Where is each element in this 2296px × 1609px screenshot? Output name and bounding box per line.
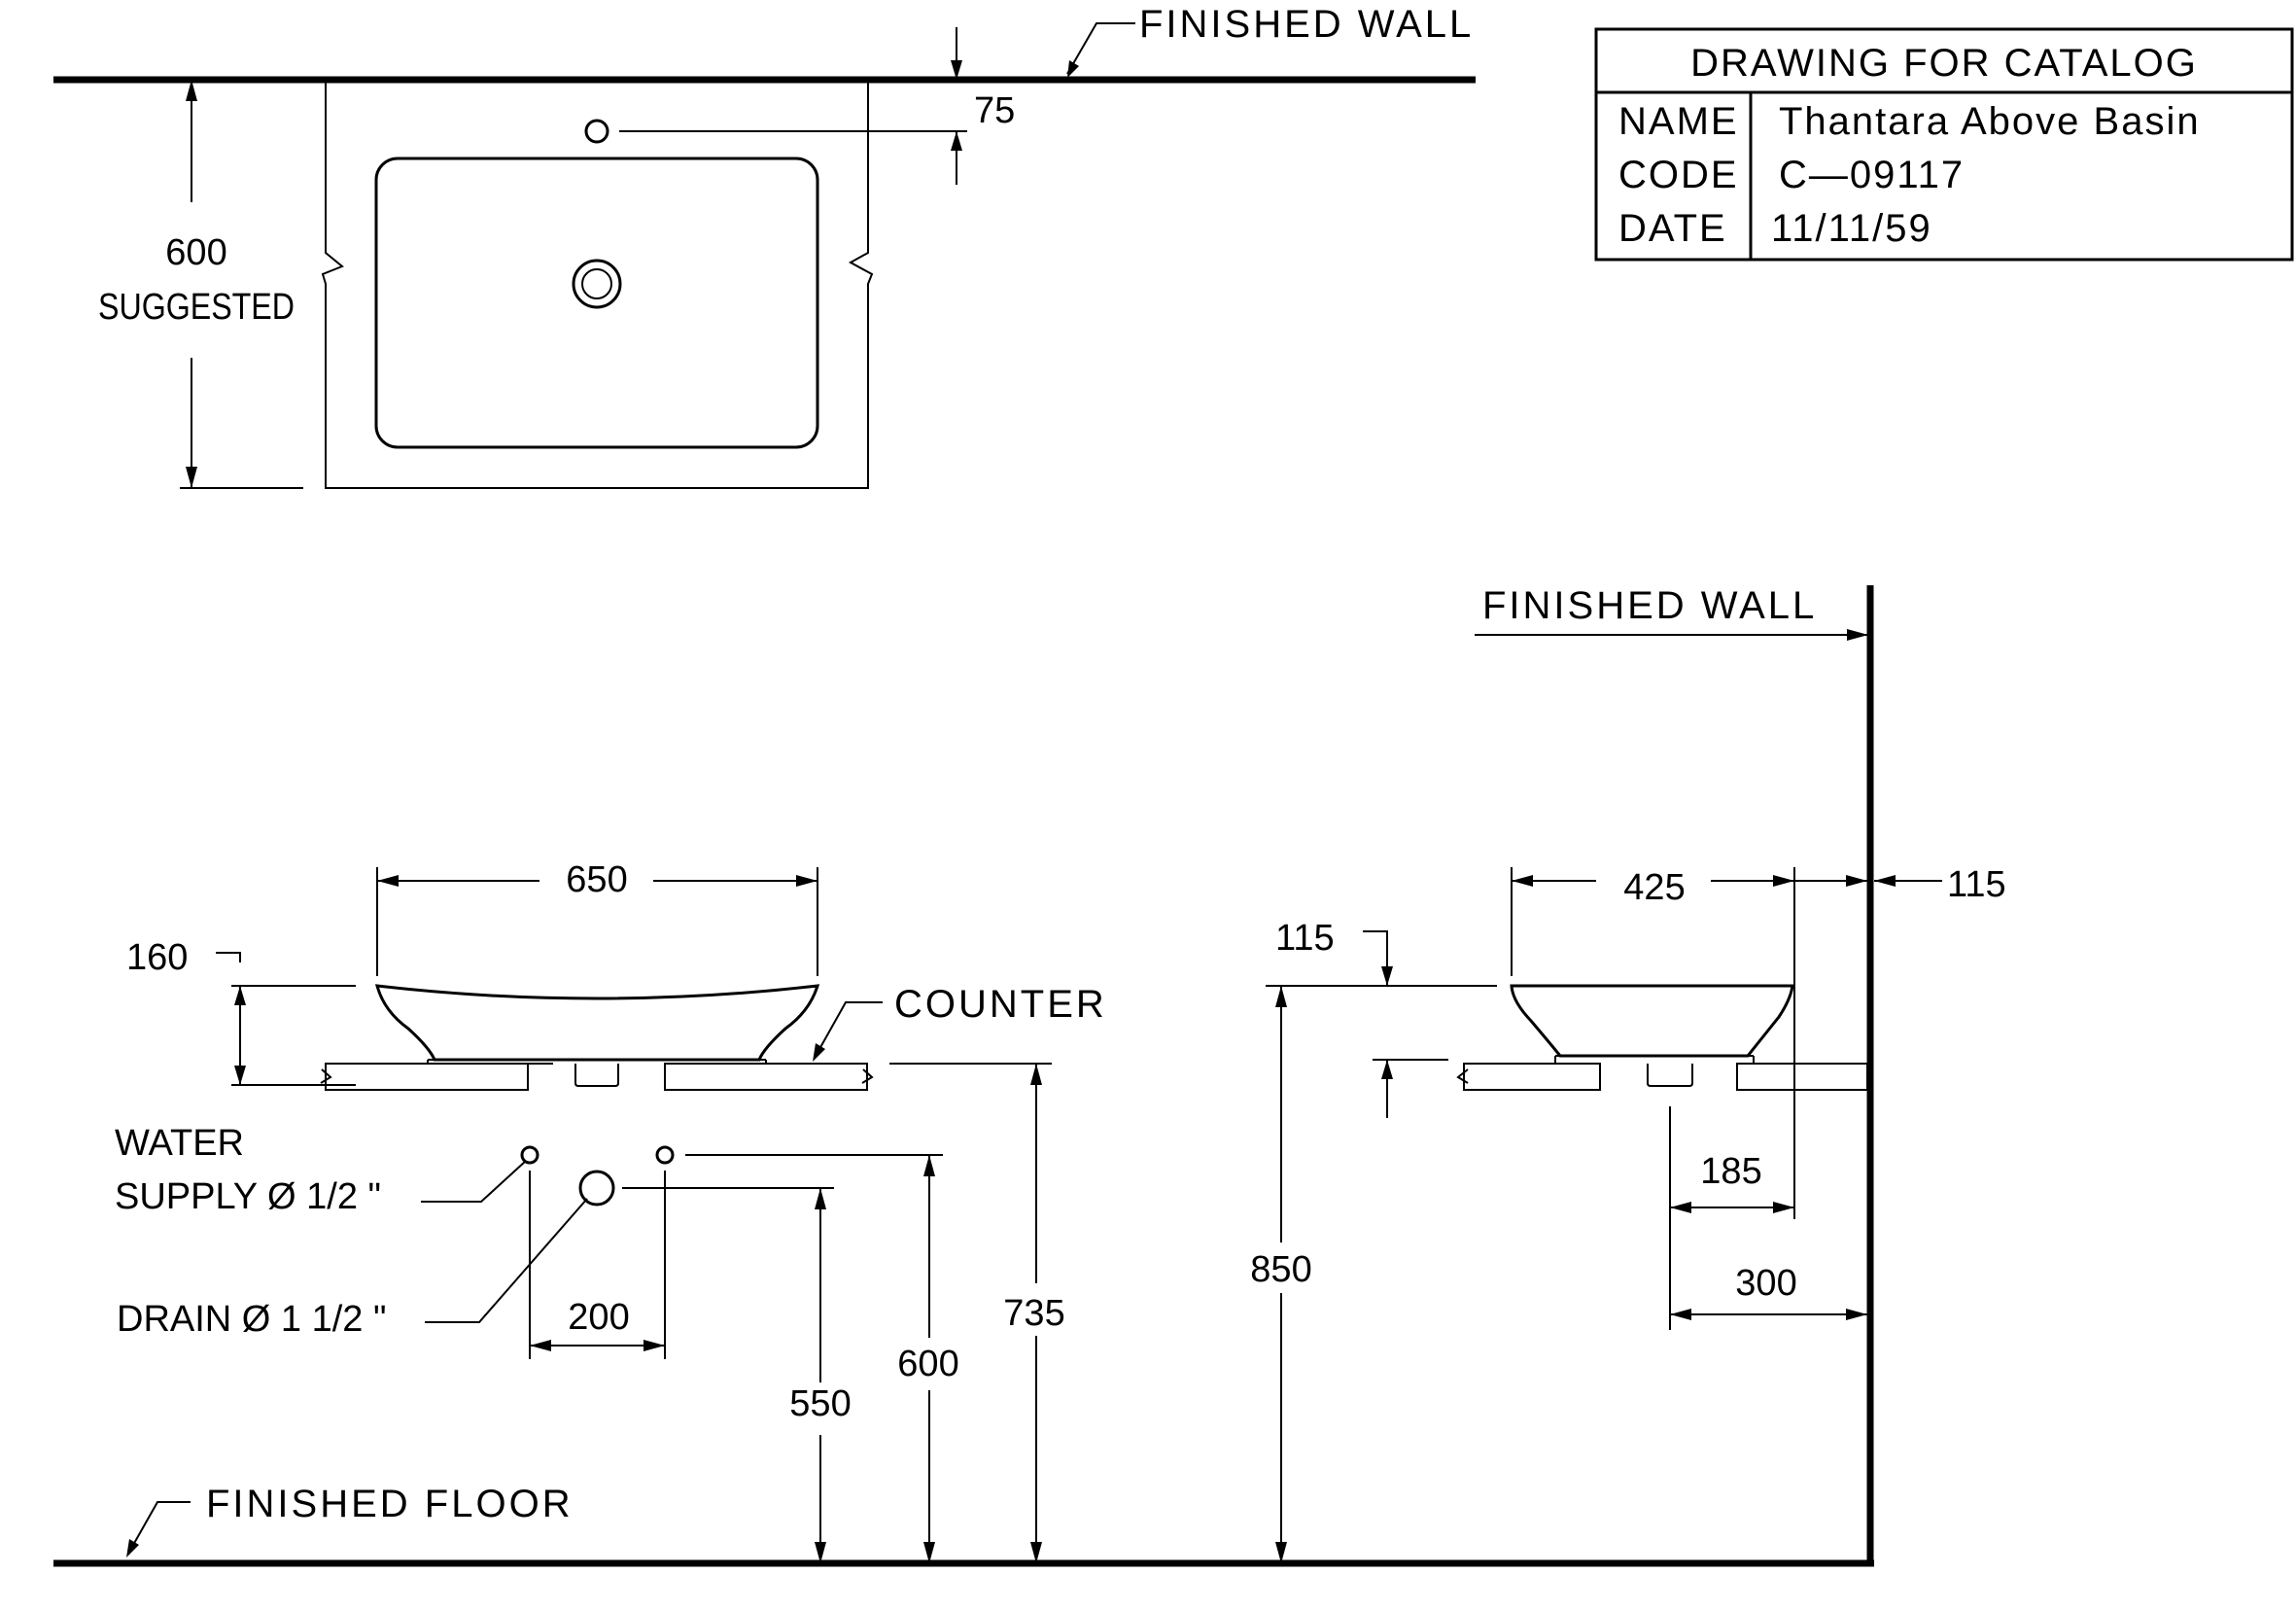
rim-height-dim: 850 [1250,1249,1311,1290]
plan-drain-outer [572,259,622,309]
side-elevation: FINISHED WALL 425 115 1 [1250,584,2006,1563]
title-block-header: DRAWING FOR CATALOG [1690,42,2198,85]
plan-finished-wall-label: FINISHED WALL [1139,3,1474,46]
supply-spacing-dim: 200 [568,1297,629,1338]
side-basin-body [1510,984,1794,1058]
drain-label: DRAIN Ø 1 1/2 " [117,1299,386,1340]
front-counter-left [325,1063,529,1091]
plan-depth-note: SUGGESTED [98,287,295,328]
plan-tap-offset-dim: 75 [974,90,1015,131]
plan-view: FINISHED WALL 75 600 SUGGESTED [53,3,1476,489]
front-counter-right [664,1063,868,1091]
front-width-dim: 650 [566,859,627,900]
front-supply-hole-left [520,1145,539,1165]
side-finished-wall-label: FINISHED WALL [1482,584,1817,627]
title-block: DRAWING FOR CATALOG NAME Thantara Above … [1594,27,2294,262]
title-block-date-label: DATE [1618,207,1727,250]
plan-tap-hole [584,119,609,144]
title-block-name-label: NAME [1618,100,1739,143]
front-basin-body [374,984,820,1062]
water-supply-label-2: SUPPLY Ø 1/2 " [115,1176,381,1217]
title-block-code-value: C—09117 [1779,154,1965,196]
plan-counter-outline [321,80,874,489]
front-counter-label: COUNTER [894,983,1107,1026]
title-block-code-label: CODE [1618,154,1739,196]
drain-from-wall-dim: 300 [1735,1263,1796,1304]
side-height-dim: 115 [1275,918,1335,959]
side-counter-left [1463,1063,1601,1091]
supply-height-dim: 600 [897,1344,958,1384]
side-drain-outlet [1647,1064,1693,1087]
side-wall-gap-dim: 115 [1947,864,2006,905]
plan-basin [374,157,819,449]
plan-drain-inner [581,268,612,299]
side-counter-right [1736,1063,1868,1091]
title-block-name-value: Thantara Above Basin [1779,100,2201,143]
front-drain-outlet [574,1064,619,1087]
counter-height-dim: 735 [1003,1293,1064,1334]
front-elevation: FINISHED FLOOR 650 160 COUNTER [53,859,1874,1567]
front-height-dim: 160 [126,937,188,978]
front-drain-hole [578,1170,615,1207]
side-depth-dim: 425 [1623,867,1685,908]
finished-floor-label: FINISHED FLOOR [206,1483,574,1525]
drain-offset-dim: 185 [1700,1151,1761,1192]
water-supply-label-1: WATER [115,1123,244,1164]
drain-height-dim: 550 [789,1383,851,1424]
plan-depth-dim: 600 [165,232,226,273]
title-block-date-value: 11/11/59 [1771,207,1932,250]
front-supply-hole-right [655,1145,675,1165]
